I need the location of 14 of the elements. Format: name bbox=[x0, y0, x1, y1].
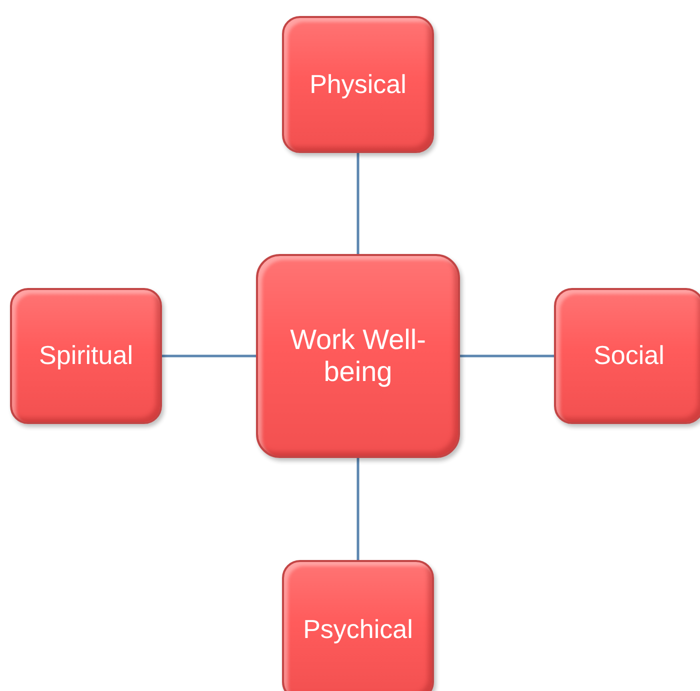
box-label: Physical bbox=[310, 70, 406, 100]
box-label: Spiritual bbox=[39, 341, 133, 371]
connector-line bbox=[162, 354, 256, 358]
box-label: Work Well-being bbox=[289, 324, 427, 388]
rounded-box bbox=[554, 288, 700, 424]
rounded-box bbox=[282, 16, 434, 153]
rounded-box bbox=[256, 254, 460, 458]
rounded-box bbox=[10, 288, 162, 424]
rounded-box bbox=[282, 560, 434, 691]
connector-line bbox=[356, 458, 360, 560]
connector-line bbox=[356, 153, 360, 254]
box-label: Psychical bbox=[303, 615, 413, 645]
connector-line bbox=[460, 354, 554, 358]
box-label: Social bbox=[594, 341, 664, 371]
